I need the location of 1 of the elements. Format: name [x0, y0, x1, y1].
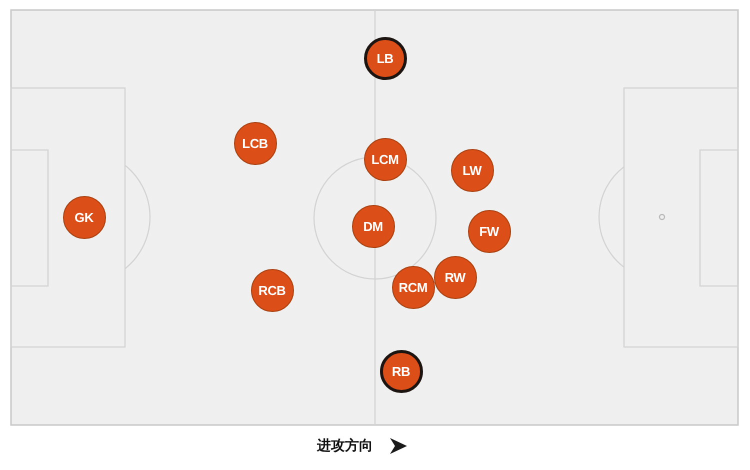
- direction-label: 进攻方向: [317, 437, 373, 455]
